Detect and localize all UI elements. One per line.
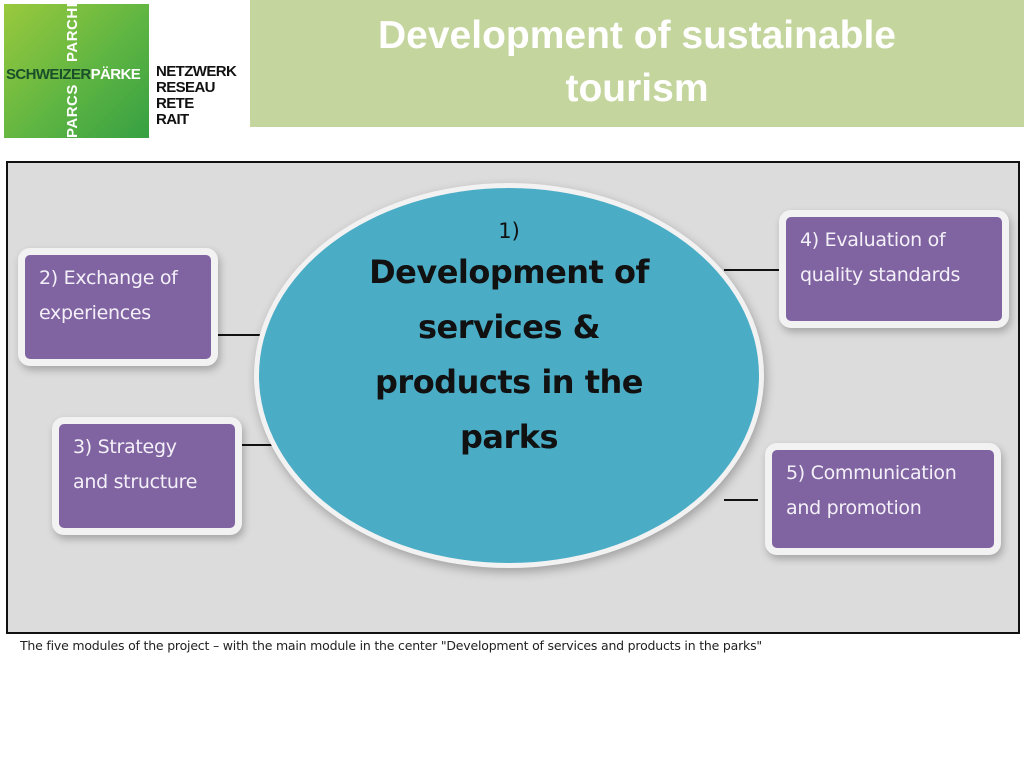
center-module-number: 1) xyxy=(498,218,520,243)
logo-brand-part1: SCHWEIZER xyxy=(6,65,91,83)
module-box-line: 3) Strategy xyxy=(73,436,177,458)
module-box-line: 2) Exchange of xyxy=(39,267,178,289)
diagram-caption: The five modules of the project – with t… xyxy=(20,638,762,653)
connector-line-2 xyxy=(218,334,268,336)
logo-word: NETZWERK xyxy=(156,63,237,80)
module-box-line: experiences xyxy=(39,302,151,324)
module-box-4: 4) Evaluation of quality standards xyxy=(779,210,1009,328)
logo-brand-part2: PÄRKE xyxy=(90,65,141,83)
module-box-5: 5) Communication and promotion xyxy=(765,443,1001,555)
module-box-line: 4) Evaluation of xyxy=(800,229,946,251)
page-title: Development of sustainable tourism xyxy=(378,13,896,110)
module-box-line: and promotion xyxy=(786,497,922,519)
module-box-2: 2) Exchange of experiences xyxy=(18,248,218,366)
module-box-3: 3) Strategy and structure xyxy=(52,417,242,535)
connector-line-4 xyxy=(724,269,782,271)
connector-line-3 xyxy=(239,444,275,446)
logo-word: RAIT xyxy=(156,111,189,128)
logo-word: RETE xyxy=(156,95,194,112)
title-bar: Development of sustainable tourism xyxy=(250,0,1024,127)
logo-vertical-bottom: PARCS xyxy=(64,84,81,138)
logo-vertical-top: PARCHI xyxy=(64,2,81,62)
logo-green-block: PARCHI PARCS xyxy=(4,2,149,138)
connector-line-5 xyxy=(724,499,758,501)
module-box-line: and structure xyxy=(73,471,198,493)
center-module-text: Development of services & products in th… xyxy=(369,252,649,456)
module-box-line: 5) Communication xyxy=(786,462,957,484)
logo-word: RESEAU xyxy=(156,79,216,96)
center-module: 1) Development of services & products in… xyxy=(254,183,764,568)
logo-network-words: NETZWERK RESEAU RETE RAIT xyxy=(156,63,237,128)
module-box-line: quality standards xyxy=(800,264,961,286)
